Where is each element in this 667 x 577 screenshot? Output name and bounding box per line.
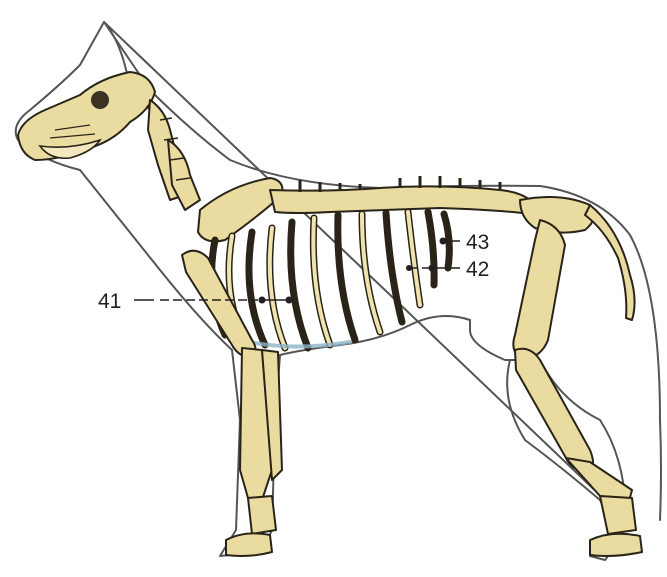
label-42-text: 42	[466, 258, 489, 281]
label-41-point-a	[259, 297, 266, 304]
label-41-text: 41	[98, 290, 121, 313]
pelvis	[520, 197, 594, 233]
label-41-point-b	[286, 297, 293, 304]
skull	[18, 72, 155, 160]
label-42-point-a	[406, 265, 412, 271]
label-41: 41	[98, 290, 293, 313]
label-42-point-b	[429, 265, 436, 272]
rib-cage	[212, 212, 450, 348]
tail	[585, 205, 635, 320]
label-43-text: 43	[466, 231, 489, 254]
cervical-vertebrae	[148, 100, 200, 210]
label-43-point	[440, 238, 447, 245]
